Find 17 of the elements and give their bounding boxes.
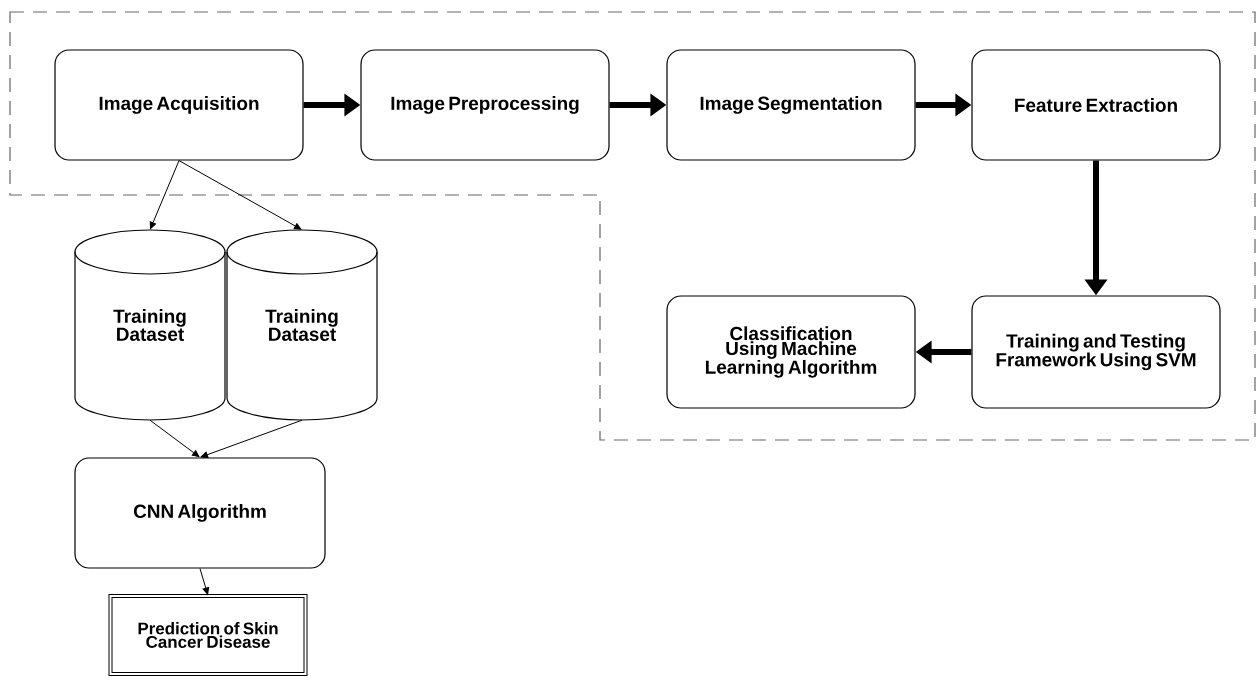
process-box: Feature Extraction xyxy=(971,49,1221,161)
database-cylinder: Training Dataset xyxy=(226,229,378,421)
node-label: Training Dataset xyxy=(265,309,338,341)
database-cylinder: Training Dataset xyxy=(74,229,226,421)
arrow xyxy=(200,419,303,458)
arrow xyxy=(149,419,200,458)
arrow xyxy=(149,160,180,230)
process-box: CNN Algorithm xyxy=(74,457,326,569)
process-box: Training and Testing Framework Using SVM xyxy=(971,295,1221,409)
process-box: Image Preprocessing xyxy=(360,49,610,161)
node-label: Training Dataset xyxy=(113,309,186,341)
process-box: Image Acquisition xyxy=(54,49,304,161)
output-box: Prediction of Skin Cancer Disease xyxy=(108,594,308,676)
process-box: Classification Using Machine Learning Algorithm xyxy=(666,295,916,409)
arrow xyxy=(199,568,210,595)
arrow xyxy=(178,160,302,230)
process-box: Image Segmentation xyxy=(666,49,916,161)
